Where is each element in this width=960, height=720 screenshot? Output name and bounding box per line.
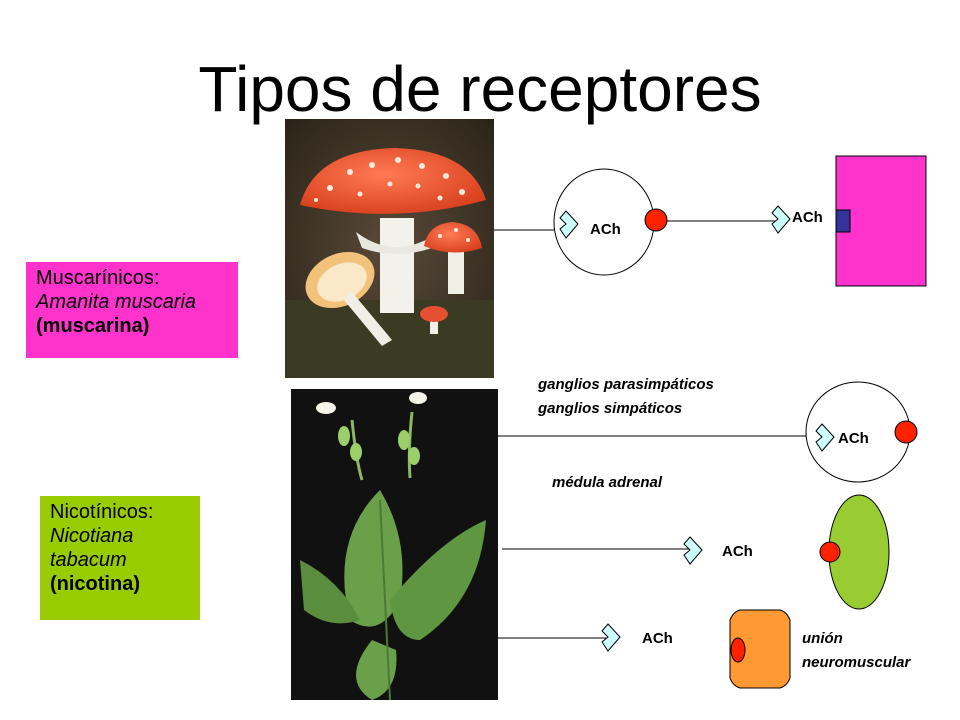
muscarinic-heading: Muscarínicos: — [36, 267, 160, 289]
synaptic-terminal-5 — [601, 623, 621, 652]
label-nmj-1: unión — [802, 630, 843, 647]
effector-cell — [835, 155, 927, 287]
muscle-cell — [729, 609, 791, 689]
nicotinic-receptor-ganglion-1 — [644, 208, 668, 232]
nicotinic-compound: (nicotina) — [50, 573, 140, 595]
label-ganglia-sympathetic: ganglios simpáticos — [537, 400, 682, 417]
ach-label-3: ACh — [838, 430, 869, 447]
label-ganglia-parasympathetic: ganglios parasimpáticos — [537, 376, 714, 393]
nicotinic-receptor-ganglion-2 — [894, 420, 918, 444]
nicotinic-species-epithet: tabacum — [50, 549, 127, 571]
synaptic-terminal-3 — [815, 423, 835, 452]
nicotinic-receptor-adrenal — [819, 541, 841, 563]
ach-label-4: ACh — [722, 543, 753, 560]
synaptic-terminal-4 — [683, 536, 703, 565]
nicotinic-receptor-muscle — [730, 637, 746, 663]
nicotinic-receptor-box: Nicotínicos: Nicotiana tabacum (nicotina… — [40, 496, 200, 620]
ach-label-1: ACh — [590, 221, 621, 238]
ach-label-2: ACh — [792, 209, 823, 226]
label-adrenal-medulla: médula adrenal — [552, 474, 663, 491]
ach-label-5: ACh — [642, 630, 673, 647]
muscarinic-receptor-box: Muscarínicos: Amanita muscaria (muscarin… — [26, 262, 238, 358]
muscarinic-receptor — [835, 209, 851, 233]
muscarinic-compound: (muscarina) — [36, 315, 150, 337]
label-nmj-2: neuromuscular — [802, 654, 912, 671]
nicotinic-heading: Nicotínicos: — [50, 501, 154, 523]
synaptic-terminal-2 — [771, 205, 791, 234]
muscarinic-species: Amanita muscaria — [36, 291, 197, 313]
slide-title: Tipos de receptores — [198, 53, 762, 125]
synaptic-terminal-1 — [559, 210, 579, 239]
nicotinic-species-genus: Nicotiana — [50, 525, 134, 547]
